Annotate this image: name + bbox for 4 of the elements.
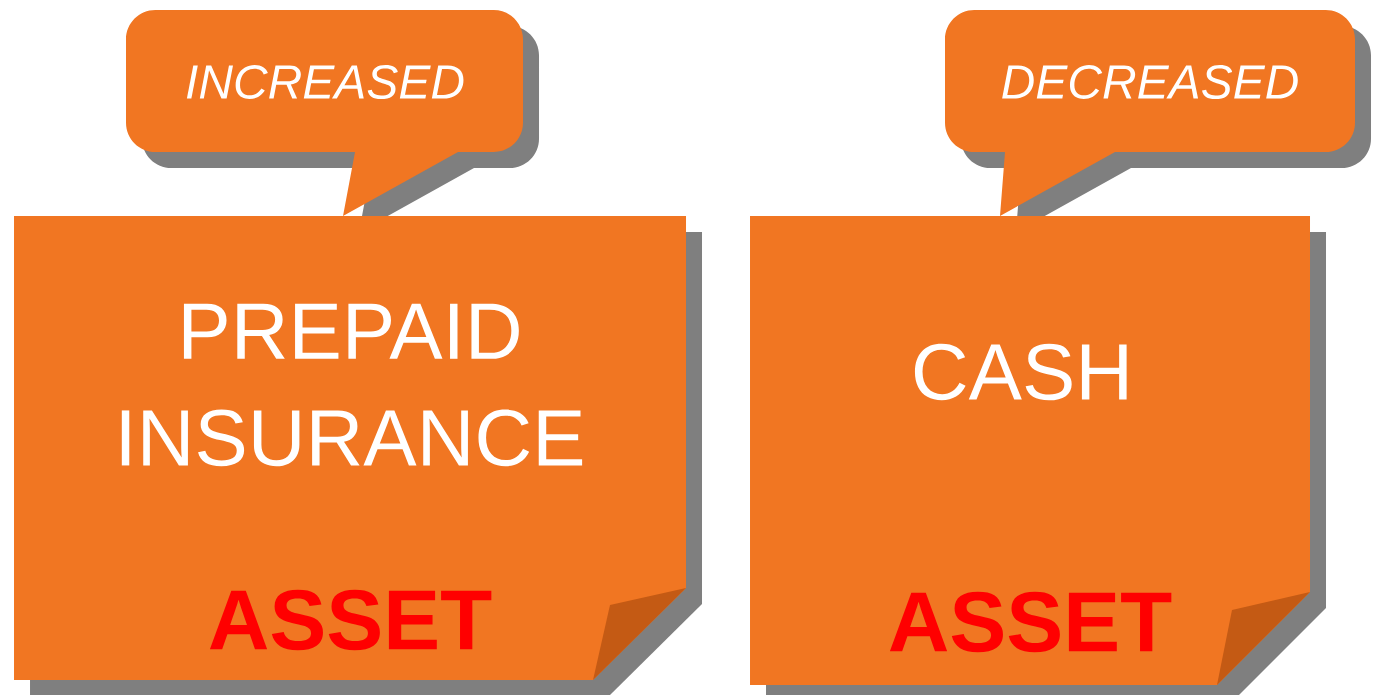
speech-bubble: INCREASED [126,10,539,232]
speech-bubble: DECREASED [945,10,1371,232]
sticky-note: PREPAID INSURANCE ASSET [14,216,702,695]
sticky-note: CASH ASSET [750,216,1326,695]
